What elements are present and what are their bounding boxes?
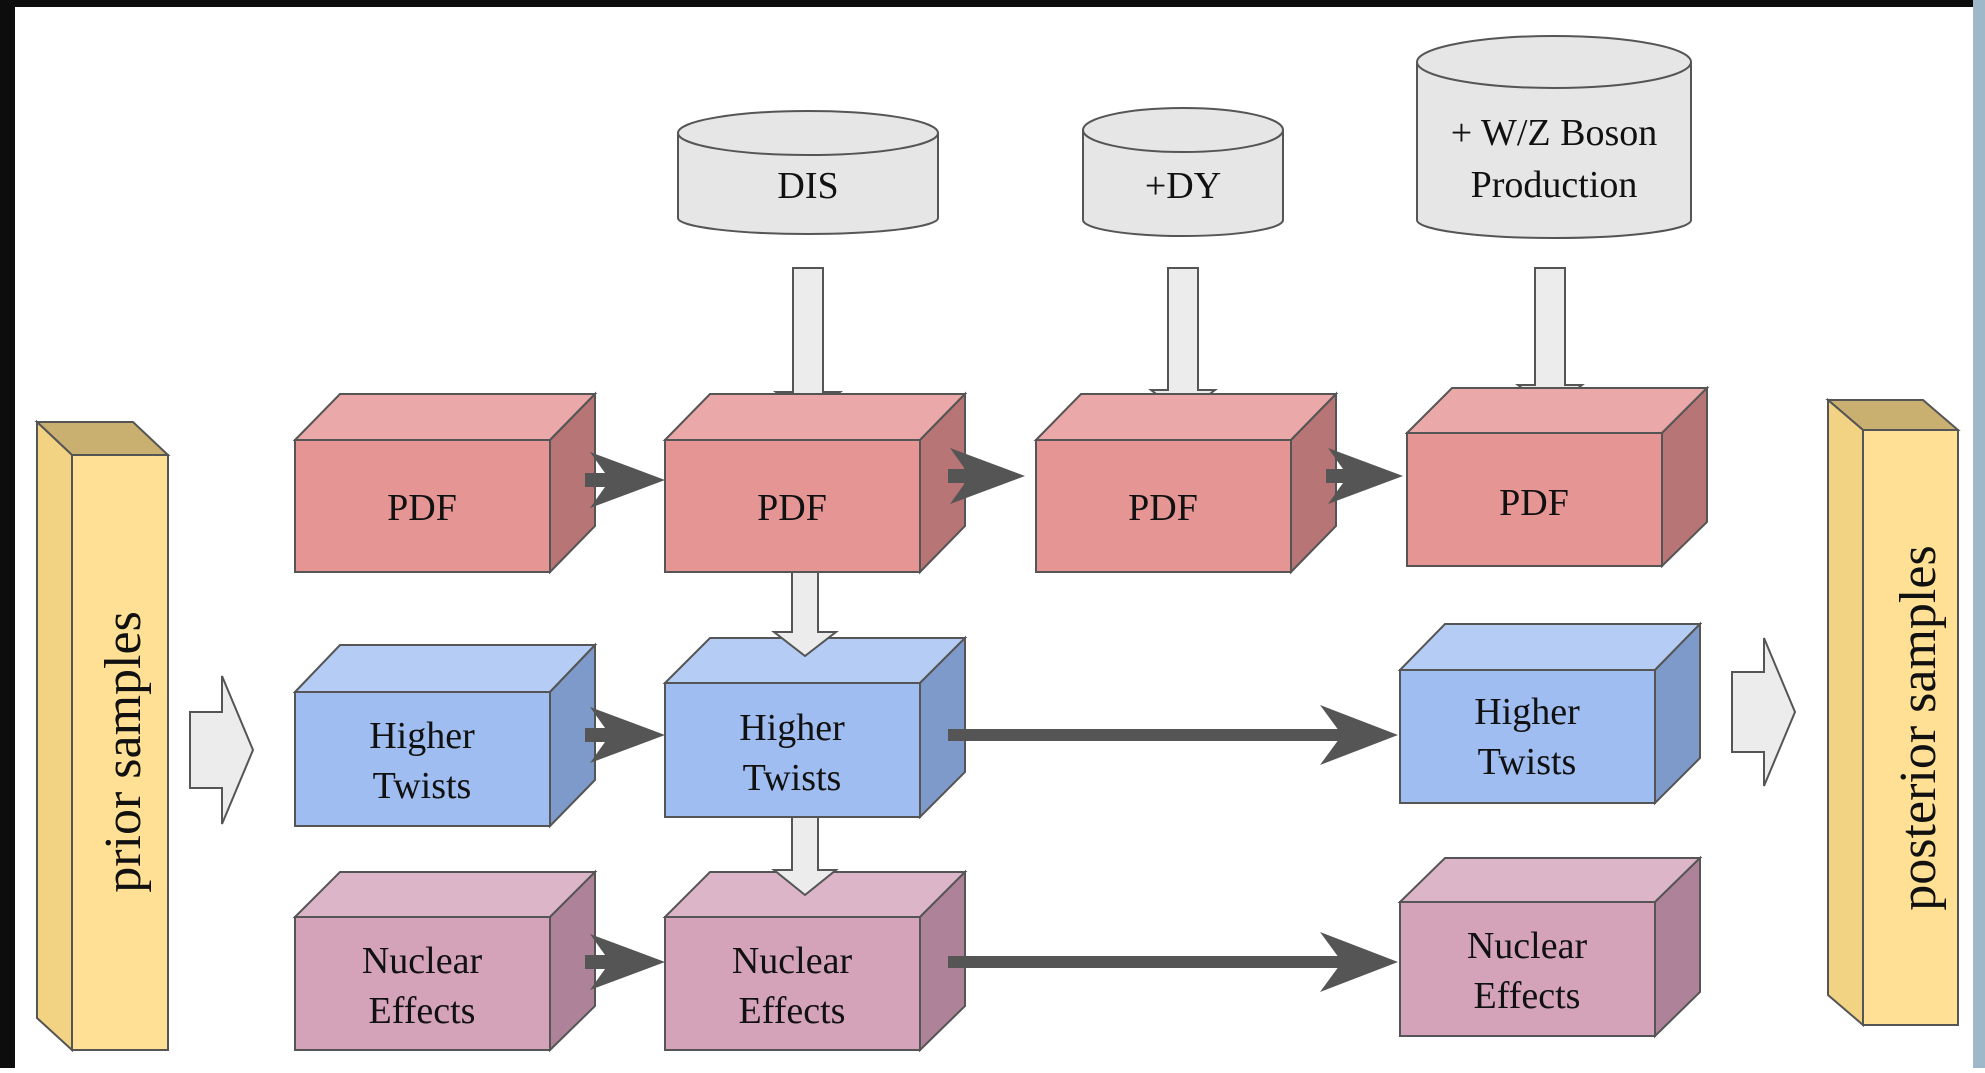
arrow-pdf-to-higher-twists (771, 571, 839, 658)
nuclear-effects-block-3: Nuclear Effects (1397, 855, 1703, 1039)
arrow-pdf2-to-pdf3 (948, 448, 1025, 504)
higher-twists-label-2a: Higher (739, 707, 845, 749)
nuclear-effects-label-2b: Effects (739, 990, 846, 1032)
prior-samples-label: prior samples (95, 611, 152, 893)
pdf-block-1: PDF (292, 391, 598, 575)
arrow-nuclear1-to-nuclear2 (585, 934, 665, 990)
higher-twists-block-3: Higher Twists (1397, 621, 1703, 806)
wz-label-line2: Production (1471, 164, 1638, 206)
nuclear-effects-label-2a: Nuclear (732, 940, 853, 982)
higher-twists-block-2: Higher Twists (662, 635, 968, 820)
nuclear-effects-label-3a: Nuclear (1467, 925, 1588, 967)
posterior-samples-label: posterior samples (1890, 545, 1947, 910)
dis-label: DIS (777, 165, 838, 207)
pdf-block-4: PDF (1404, 385, 1710, 569)
wz-label-line1: + W/Z Boson (1451, 112, 1658, 154)
arrow-nuclear2-to-nuclear3 (948, 932, 1398, 992)
nuclear-effects-block-2: Nuclear Effects (662, 869, 968, 1053)
pdf-label-2: PDF (757, 487, 827, 529)
posterior-samples-block: posterior samples (1825, 397, 1961, 1028)
right-edge-strip (1973, 0, 1985, 1068)
dy-database: +DY (1082, 107, 1284, 237)
arrow-pdf1-to-pdf2 (585, 452, 665, 508)
wz-boson-database: + W/Z Boson Production (1416, 35, 1692, 239)
arrow-stage-to-posterior (1731, 637, 1797, 787)
higher-twists-label-1b: Twists (373, 765, 472, 807)
pdf-block-3: PDF (1033, 391, 1339, 575)
higher-twists-label-3a: Higher (1474, 691, 1580, 733)
pdf-label-4: PDF (1499, 482, 1569, 524)
arrow-prior-to-stage (189, 675, 255, 825)
pdf-label-1: PDF (387, 487, 457, 529)
higher-twists-label-3b: Twists (1478, 741, 1577, 783)
nuclear-effects-label-3b: Effects (1474, 975, 1581, 1017)
dis-database: DIS (677, 110, 939, 235)
pdf-block-2: PDF (662, 391, 968, 575)
arrow-higher-twists1-to-higher-twists2 (585, 707, 665, 763)
arrow-higher-twists2-to-higher-twists3 (948, 705, 1398, 765)
higher-twists-block-1: Higher Twists (292, 642, 598, 829)
nuclear-effects-block-1: Nuclear Effects (292, 869, 598, 1053)
prior-samples-block: prior samples (34, 419, 171, 1053)
pdf-label-3: PDF (1128, 487, 1198, 529)
arrow-higher-twists-to-nuclear (771, 816, 839, 897)
nuclear-effects-label-1b: Effects (369, 990, 476, 1032)
nuclear-effects-label-1a: Nuclear (362, 940, 483, 982)
higher-twists-label-1a: Higher (369, 715, 475, 757)
arrow-pdf3-to-pdf4 (1326, 448, 1403, 504)
higher-twists-label-2b: Twists (743, 757, 842, 799)
dy-label: +DY (1145, 165, 1221, 207)
